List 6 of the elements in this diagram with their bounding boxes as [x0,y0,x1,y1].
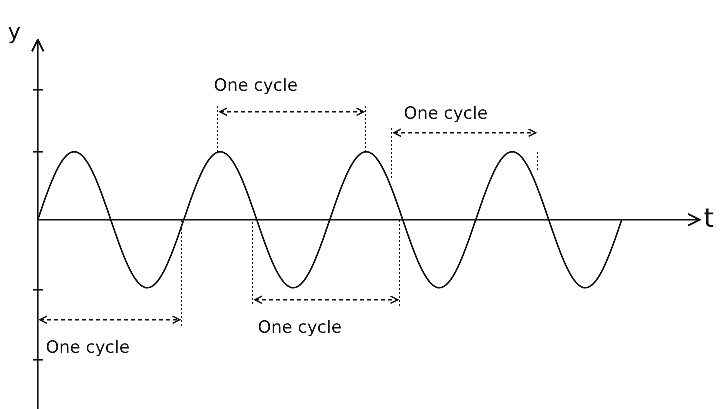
dimension-label: One cycle [404,106,488,123]
axis-label: y [8,22,22,44]
dimension-label: One cycle [214,78,298,95]
dimension-label: One cycle [258,320,342,337]
axis-label: t [704,206,714,232]
dimension-label: One cycle [46,340,130,357]
